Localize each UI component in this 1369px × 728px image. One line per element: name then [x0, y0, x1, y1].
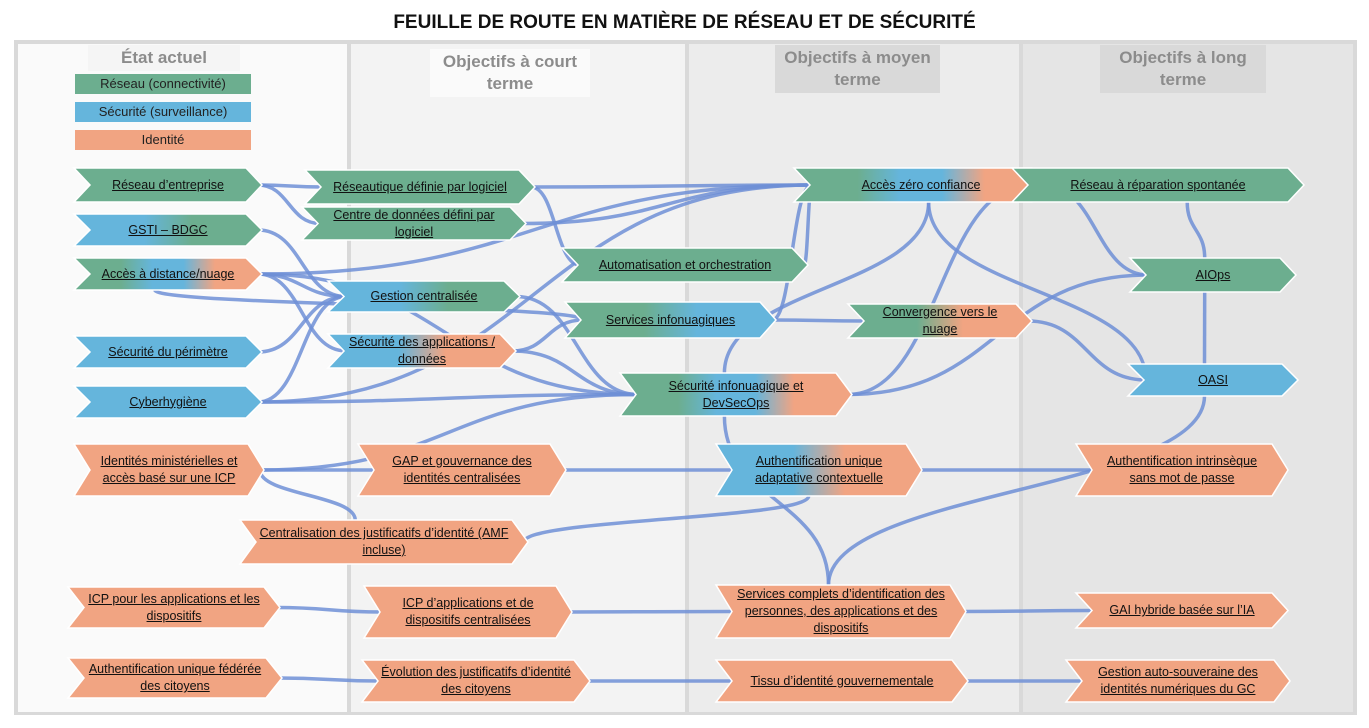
node-services-complets-shape: [714, 584, 967, 639]
node-evolution-shape: [360, 659, 591, 703]
node-centre-donnees[interactable]: Centre de données défini par logiciel: [333, 207, 495, 239]
node-reseau-reparation-shape: [1010, 167, 1306, 203]
connector-line: [826, 395, 1207, 586]
connector-line: [258, 469, 357, 521]
node-reseau-entreprise[interactable]: Réseau d’entreprise: [112, 177, 224, 192]
node-identites-min[interactable]: Identités ministérielles et accès basé s…: [100, 454, 238, 485]
node-gsti-shape: [72, 213, 264, 247]
node-reseautique[interactable]: Réseautique définie par logiciel: [333, 179, 507, 194]
node-auth-federee-shape: [66, 657, 283, 699]
node-icp-apps-disp[interactable]: ICP pour les applications et les disposi…: [88, 591, 260, 623]
node-cyberhygiene[interactable]: Cyberhygiène: [129, 394, 207, 409]
node-acces-distance[interactable]: Accès à distance/nuage: [101, 266, 235, 281]
connector-line: [257, 183, 321, 226]
node-centralisation-shape: [238, 519, 529, 565]
connector-line: [521, 183, 813, 226]
node-services-infonuagiques-shape: [563, 301, 778, 339]
node-securite-apps[interactable]: Sécurité des applications / données: [349, 335, 495, 366]
node-reseau-reparation[interactable]: Réseau à réparation spontanée: [1070, 177, 1246, 192]
connector-line: [847, 183, 1031, 397]
node-oasi[interactable]: OASI: [1198, 372, 1228, 387]
connector-line: [257, 183, 813, 404]
node-convergence[interactable]: Convergence vers le nuage: [882, 305, 998, 336]
node-perimetre-shape: [72, 335, 264, 369]
node-gestion-auto-shape: [1064, 659, 1291, 703]
node-auth-intrinseque-shape: [1074, 443, 1289, 497]
node-automatisation[interactable]: Automatisation et orchestration: [598, 257, 772, 272]
node-aiops[interactable]: AIOps: [1195, 267, 1231, 282]
connector-line: [511, 349, 639, 397]
node-icp-applications[interactable]: ICP d’applications et de dispositifs cen…: [402, 596, 534, 627]
column-header-short-term: Objectifs à court terme: [430, 49, 590, 97]
node-gestion-centralisee[interactable]: Gestion centralisée: [370, 289, 478, 303]
connector-line: [275, 605, 383, 614]
connector-line: [257, 183, 813, 276]
node-auth-intrinseque[interactable]: Authentification intrinsèque sans mot de…: [1106, 454, 1258, 485]
connector-line: [1027, 319, 1147, 382]
node-auth-adaptative-shape: [714, 443, 923, 497]
node-acces-zero[interactable]: Accès zéro confiance: [861, 177, 981, 192]
connector-line: [530, 185, 581, 267]
connector-line: [257, 272, 347, 353]
node-perimetre[interactable]: Sécurité du périmètre: [108, 344, 228, 359]
node-icp-applications-shape: [362, 585, 573, 639]
legend-network: Réseau (connectivité): [75, 74, 251, 94]
node-automatisation-shape: [560, 247, 810, 283]
node-securite-infonuagique[interactable]: Sécurité infonuagique et DevSecOps: [668, 378, 804, 410]
connector-line: [961, 608, 1095, 614]
node-convergence-shape: [846, 303, 1034, 339]
legend-identity: Identité: [75, 130, 251, 150]
column-header-medium-term: Objectifs à moyen terme: [775, 45, 940, 93]
connector-line: [722, 415, 831, 586]
node-centralisation[interactable]: Centralisation des justificatifs d’ident…: [259, 526, 509, 557]
connector-line: [515, 294, 639, 397]
node-reseautique-shape: [303, 169, 537, 205]
node-securite-apps-shape: [326, 333, 518, 369]
node-reseau-entreprise-shape: [72, 167, 264, 203]
connector-line: [257, 392, 639, 404]
connector-line: [722, 201, 931, 374]
node-icp-apps-disp-shape: [66, 586, 281, 629]
connector-line: [771, 318, 867, 323]
connector-line: [257, 294, 347, 404]
node-gai[interactable]: GAI hybride basée sur l’IA: [1109, 603, 1255, 617]
node-tissu[interactable]: Tissu d’identité gouvernementale: [750, 673, 934, 688]
node-gsti[interactable]: GSTI – BDGC: [128, 222, 208, 237]
column-header-long-term: Objectifs à long terme: [1100, 45, 1266, 93]
node-auth-adaptative[interactable]: Authentification unique adaptative conte…: [755, 454, 883, 485]
connector-line: [277, 676, 381, 683]
node-services-complets[interactable]: Services complets d’identification des p…: [737, 587, 945, 635]
legend-security: Sécurité (surveillance): [75, 102, 251, 122]
node-gai-shape: [1074, 592, 1290, 629]
connector-line: [522, 495, 811, 543]
node-centre-donnees-shape: [300, 206, 528, 241]
node-services-infonuagiques[interactable]: Services infonuagiques: [605, 312, 736, 327]
node-auth-federee[interactable]: Authentification unique fédérée des cito…: [88, 662, 262, 693]
connector-line: [259, 392, 639, 472]
node-tissu-shape: [714, 659, 969, 703]
node-gap[interactable]: GAP et gouvernance des identités central…: [392, 454, 532, 485]
node-evolution[interactable]: Évolution des justificatifs d’identité d…: [381, 665, 571, 696]
node-cyberhygiene-shape: [72, 385, 264, 419]
node-securite-infonuagique-shape: [618, 372, 853, 417]
connector-line: [926, 201, 1148, 381]
node-gap-shape: [356, 443, 567, 497]
node-aiops-shape: [1128, 257, 1298, 293]
column-header-current: État actuel: [88, 45, 240, 71]
node-identites-min-shape: [72, 443, 265, 497]
node-gestion-centralisee-shape: [326, 280, 522, 313]
page-title: FEUILLE DE ROUTE EN MATIÈRE DE RÉSEAU ET…: [393, 12, 976, 33]
node-acces-distance-shape: [72, 257, 264, 291]
connector-line: [567, 609, 735, 614]
node-oasi-shape: [1126, 363, 1300, 397]
node-gestion-auto[interactable]: Gestion auto-souveraine des identités nu…: [1098, 665, 1258, 696]
connector-line: [1185, 201, 1207, 259]
connector-line: [257, 228, 347, 299]
